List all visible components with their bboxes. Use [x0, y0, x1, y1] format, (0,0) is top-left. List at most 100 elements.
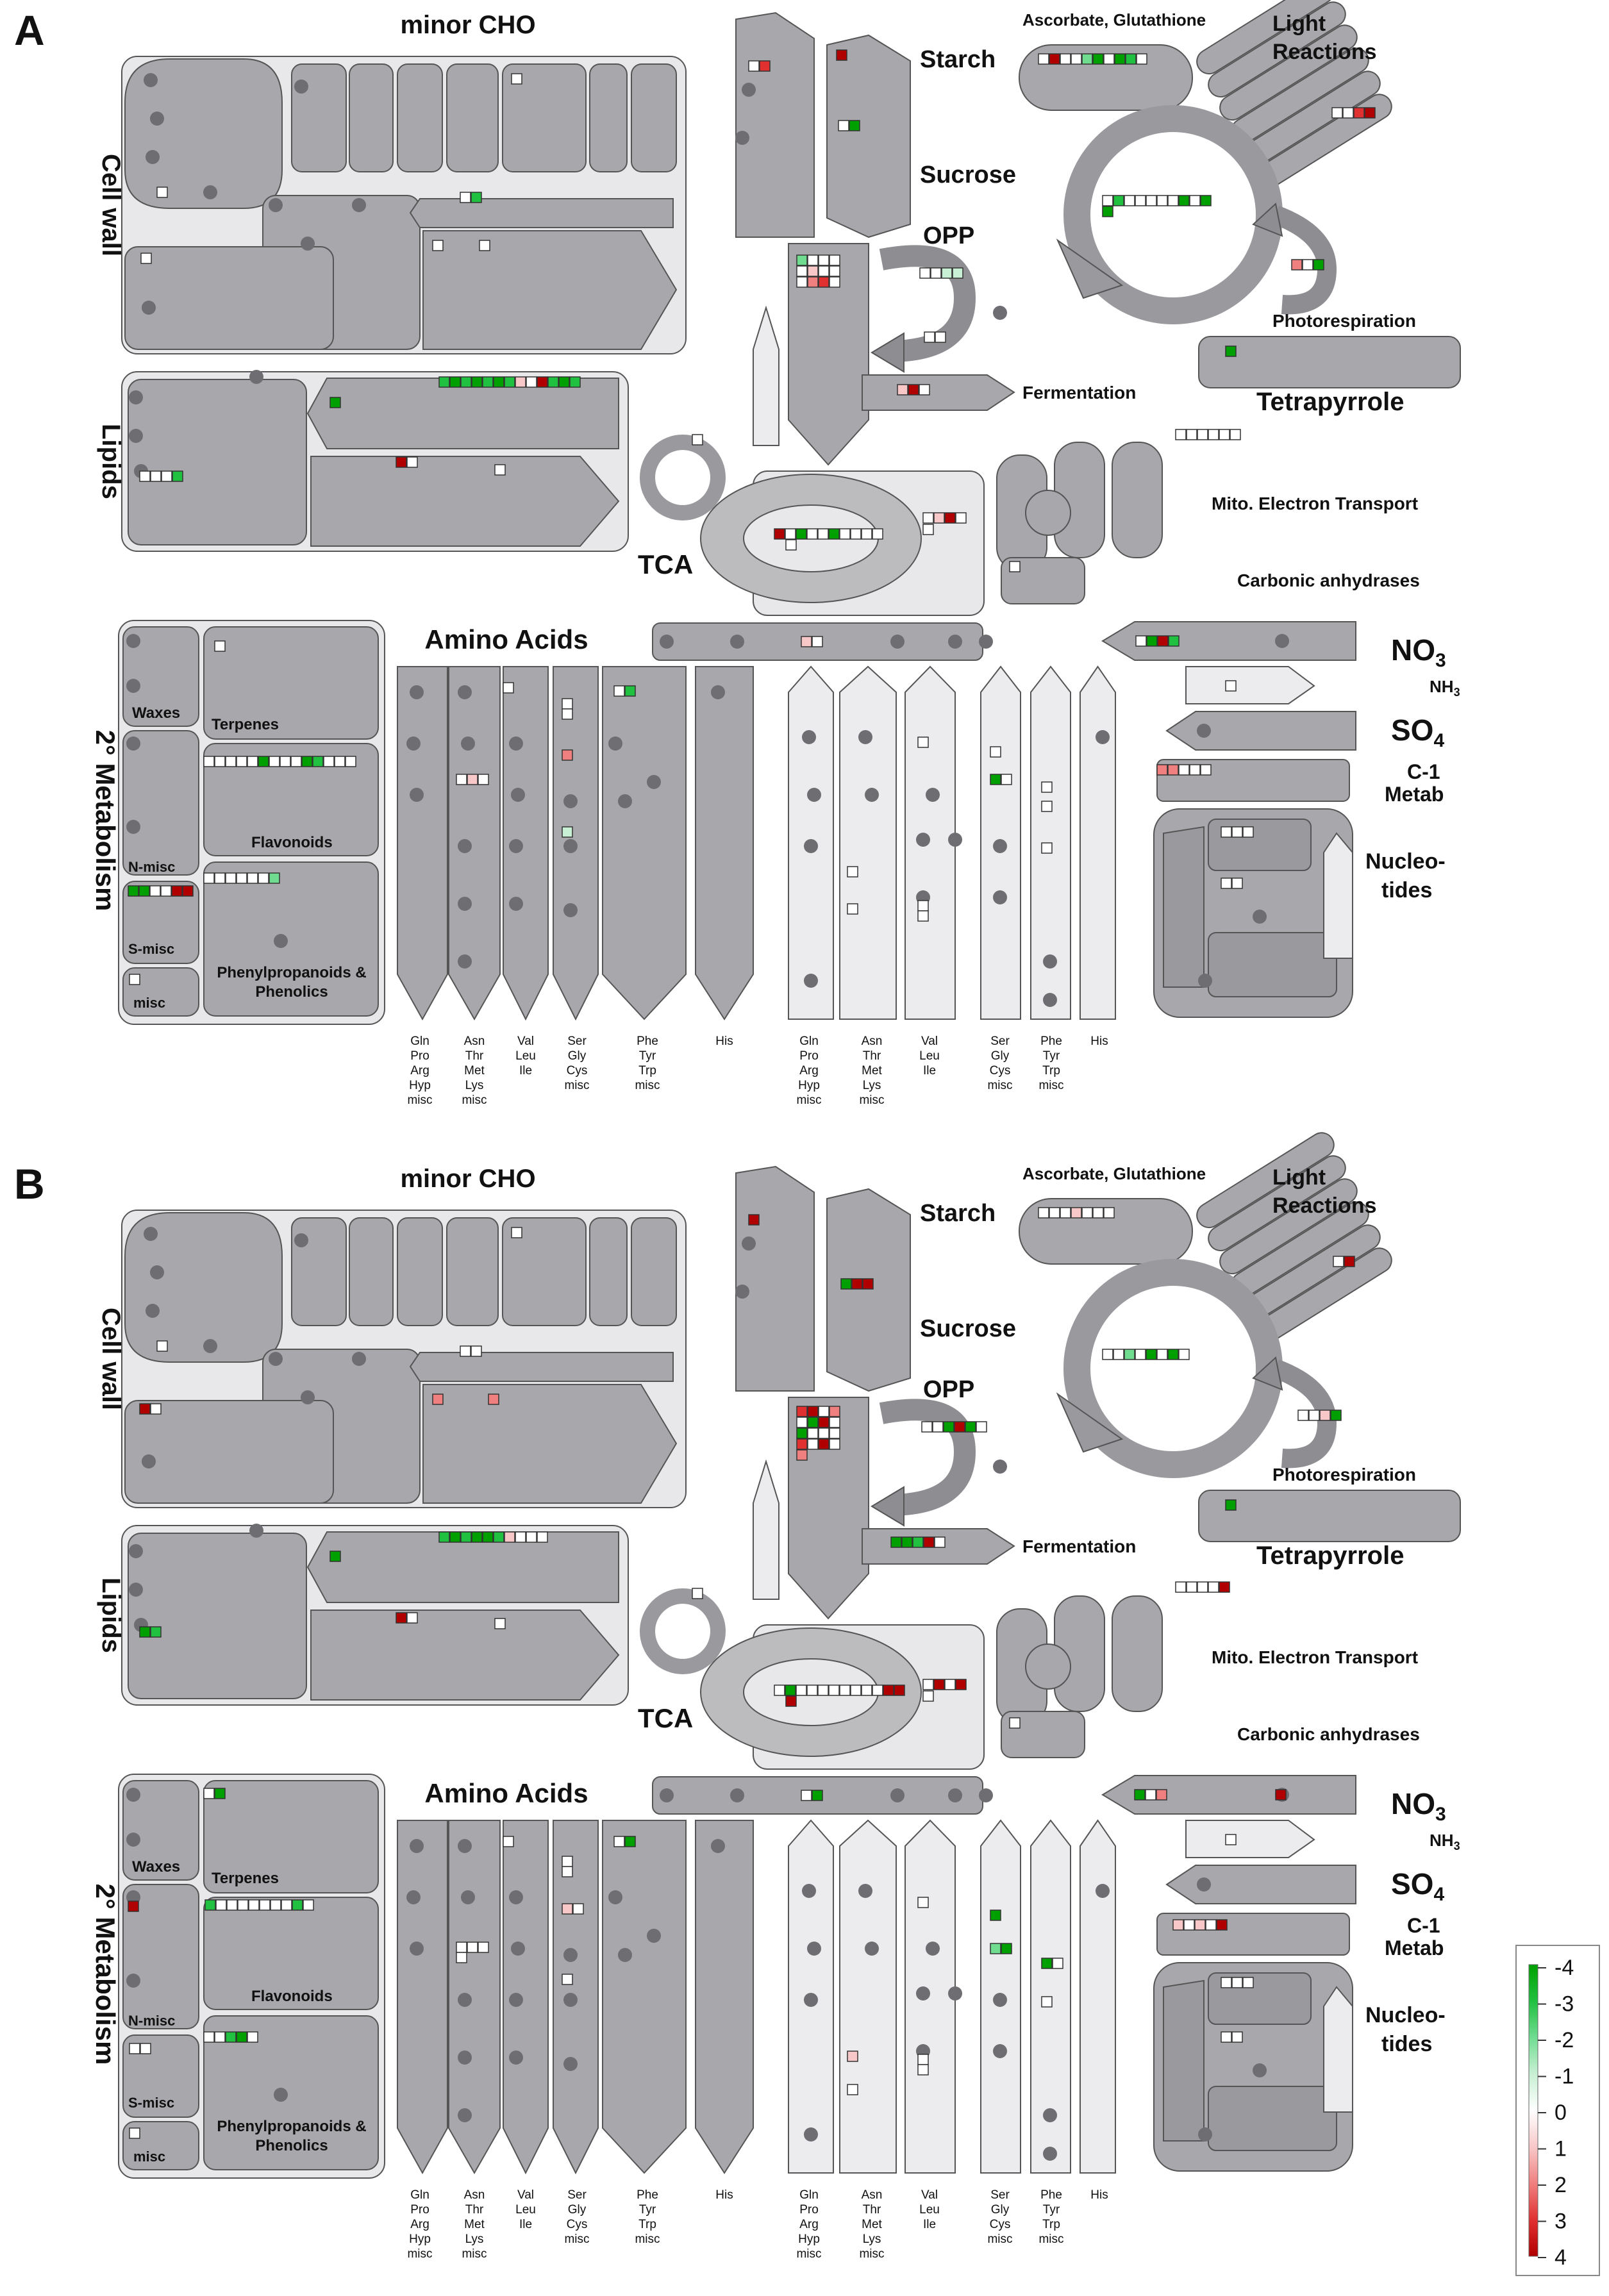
expression-cell: [1172, 1919, 1184, 1931]
amino-acid-name: Gly: [568, 2203, 587, 2217]
expression-cell: [847, 903, 858, 915]
expression-cell: [692, 434, 703, 445]
expression-cell: [1146, 635, 1158, 647]
label-ammonia: NH3: [1430, 677, 1460, 699]
expression-cell: [1071, 53, 1082, 65]
sugar-arrow: [753, 305, 779, 446]
pathway-box: [128, 379, 307, 545]
pathway-box: [203, 743, 379, 856]
expression-cell: [482, 1531, 494, 1543]
label-carbonic-anhydrases: Carbonic anhydrases: [1237, 1724, 1420, 1744]
expression-cell: [1041, 781, 1053, 793]
amino-acid-name: His: [715, 2188, 733, 2202]
gene-dot: [735, 1285, 749, 1299]
gene-dot: [1043, 2108, 1057, 2122]
pathway-box: [349, 63, 394, 172]
expression-cell: [923, 1536, 935, 1548]
nitrate-arrow: [1101, 1775, 1356, 1815]
expression-cell: [829, 1438, 840, 1450]
gene-dot: [730, 635, 744, 649]
expression-cell: [1178, 195, 1190, 206]
gene-dot: [203, 185, 217, 199]
amino-acid-family: [602, 666, 687, 1020]
gene-dot: [146, 1304, 160, 1318]
expression-cell: [478, 1942, 489, 1953]
gene-dot: [458, 897, 472, 911]
label-minor-cho: minor CHO: [400, 1165, 535, 1193]
expression-cell: [258, 872, 269, 884]
amino-acid-name: Cys: [567, 1064, 588, 1077]
expression-cell: [818, 254, 830, 266]
expression-cell: [1189, 195, 1201, 206]
expression-cell: [1344, 1256, 1355, 1267]
expression-cell: [236, 756, 247, 767]
gene-dot: [1275, 634, 1289, 648]
expression-cell: [862, 1278, 874, 1290]
gene-dot: [1096, 1884, 1110, 1898]
expression-cell: [1124, 195, 1135, 206]
pathway-box: [122, 730, 199, 876]
amino-acid-name: His: [1090, 1035, 1108, 1048]
gene-dot: [249, 1524, 263, 1538]
amino-acid-name: Leu: [515, 2203, 536, 2217]
amino-acid-name: Arg: [410, 1064, 429, 1077]
expression-cell: [1302, 259, 1313, 270]
amino-acid-name: Val: [517, 1035, 534, 1048]
expression-cell: [850, 1685, 862, 1696]
expression-cell: [258, 756, 269, 767]
amino-acid-name: Pro: [799, 2203, 819, 2217]
expression-cell: [935, 331, 946, 343]
expression-cell: [1167, 195, 1179, 206]
gene-dot: [807, 788, 821, 802]
gene-dot: [1096, 730, 1110, 744]
expression-cell: [1081, 53, 1093, 65]
gene-dot: [1198, 974, 1212, 988]
expression-cell: [818, 1417, 830, 1428]
label-carbonic-anhydrases: Carbonic anhydrases: [1237, 570, 1420, 590]
expression-cell: [908, 384, 919, 395]
expression-cell: [432, 240, 444, 251]
amino-acid-name: Gly: [991, 2203, 1010, 2217]
sulfate-arrow: [1165, 711, 1356, 751]
expression-cell: [796, 1685, 807, 1696]
mito-complex-node: [1025, 490, 1071, 536]
amino-acid-name: Cys: [567, 2218, 588, 2231]
gene-dot: [509, 2051, 523, 2065]
amino-acid-name: misc: [407, 2247, 432, 2261]
expression-cell: [1145, 1789, 1156, 1801]
expression-cell: [270, 1899, 281, 1911]
label-lipids: Lipids: [97, 1577, 125, 1653]
amino-acid-name: Ser: [567, 1035, 587, 1048]
gene-dot: [410, 1942, 424, 1956]
expression-cell: [1156, 195, 1168, 206]
gene-dot: [1197, 724, 1211, 738]
gene-dot: [563, 839, 578, 853]
expression-cell: [897, 384, 908, 395]
pathway-box: [631, 63, 677, 172]
expression-cell: [829, 276, 840, 288]
expression-cell: [204, 1899, 216, 1911]
amino-acid-name: Ser: [990, 1035, 1010, 1048]
gene-dot: [150, 1265, 164, 1279]
expression-cell: [921, 1421, 933, 1433]
amino-acid-family: [695, 666, 754, 1020]
legend-tick-label: -3: [1555, 1992, 1574, 2017]
pathway-box: [203, 2015, 379, 2170]
amino-acid-name: Asn: [862, 1035, 883, 1048]
expression-cell: [203, 2031, 215, 2043]
expression-cell: [829, 1406, 840, 1417]
expression-cell: [818, 1438, 830, 1450]
expression-cell: [1041, 842, 1053, 854]
expression-cell: [345, 756, 356, 767]
expression-cell: [515, 376, 526, 388]
gene-dot: [993, 306, 1007, 320]
opp-cycle: [879, 1399, 976, 1516]
expression-cell: [1364, 107, 1376, 119]
expression-cell: [796, 1438, 808, 1450]
thylakoid-stack: [1208, 1155, 1346, 1252]
expression-cell: [1135, 195, 1146, 206]
expression-cell: [807, 1406, 819, 1417]
amino-acid-name: Asn: [464, 2188, 485, 2202]
expression-cell: [1124, 1349, 1135, 1360]
